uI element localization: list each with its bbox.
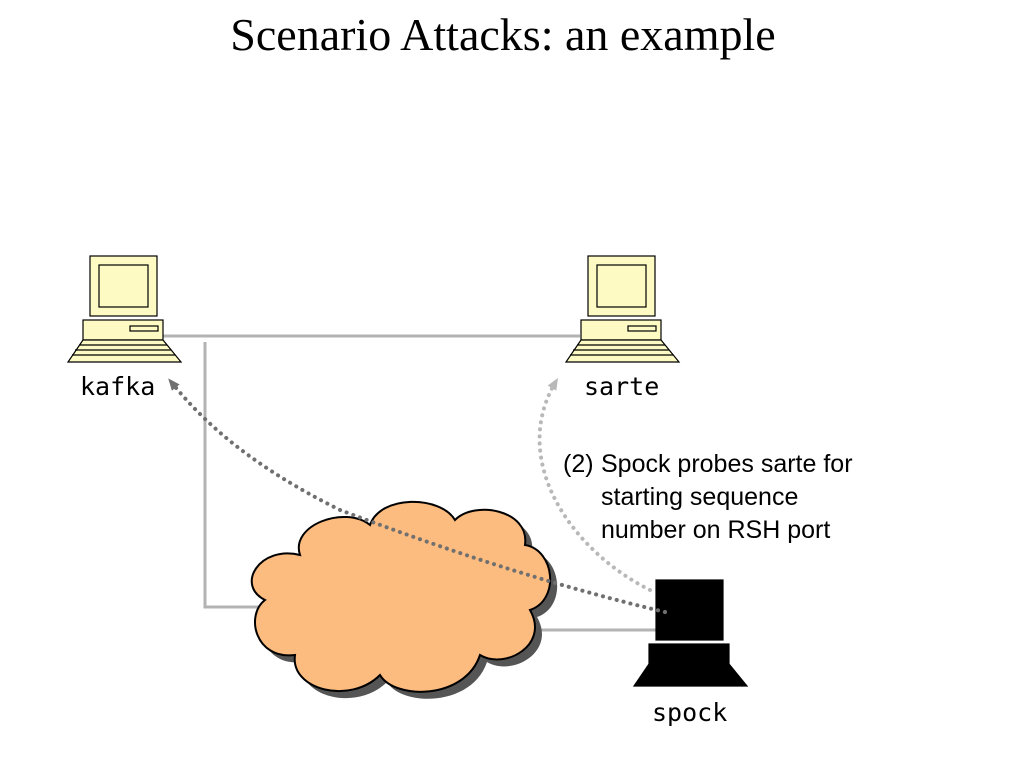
- sarte-computer-icon: [564, 255, 681, 363]
- step-description-line: Spock probes sarte for: [601, 450, 853, 478]
- slide-title: Scenario Attacks: an example: [230, 9, 776, 60]
- step-description-line: starting sequence: [601, 483, 799, 511]
- host-label-kafka: kafka: [80, 372, 156, 401]
- link-kafka-cloud: [203, 342, 265, 609]
- step-annotation: (2) Spock probes sarte for starting sequ…: [563, 448, 853, 547]
- network-links: [160, 334, 660, 632]
- host-label-sarte: sarte: [584, 372, 660, 401]
- attack-arrow: [168, 378, 667, 614]
- step-description: Spock probes sarte for starting sequence…: [601, 448, 853, 547]
- step-number: (2): [563, 450, 594, 478]
- probe-arrow: [537, 377, 652, 592]
- spock-computer-icon: [632, 579, 749, 687]
- step-description-line: number on RSH port: [601, 516, 831, 544]
- host-label-spock: spock: [652, 698, 728, 727]
- kafka-computer-icon: [66, 255, 183, 363]
- cloud-icon: [250, 500, 558, 699]
